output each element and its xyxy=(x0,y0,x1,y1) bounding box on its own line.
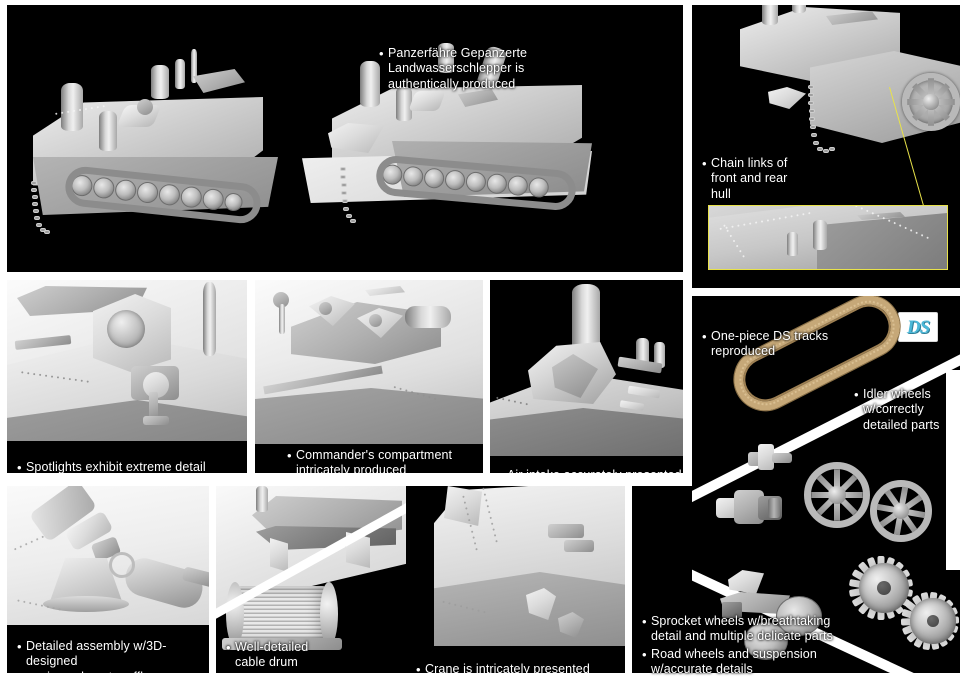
air-intake-render xyxy=(490,280,683,456)
bullet-icon: • xyxy=(287,447,292,463)
cable-drum-render xyxy=(216,486,406,673)
bullet-icon: • xyxy=(226,639,231,655)
air-intake-panel: • Air intake accurately presented xyxy=(490,280,683,473)
crane-caption: • Crane is intricately presented xyxy=(416,646,625,674)
crane-panel: • Crane is intricately presented xyxy=(406,486,625,673)
ds-logo-badge: DS xyxy=(898,312,938,342)
spotlight-lens xyxy=(107,310,145,348)
ds-tracks-caption-text: One-piece DS tracks reproduced xyxy=(711,328,829,359)
spotlights-caption-text: Spotlights exhibit extreme detail xyxy=(26,459,206,474)
commander-render xyxy=(255,280,483,444)
idler-wheel-1 xyxy=(804,462,870,528)
bullet-icon: • xyxy=(702,328,707,344)
chain-links-caption-text: Chain links of front and rear hull xyxy=(711,155,788,201)
cable-drum-caption: • Well-detailed cable drum xyxy=(226,624,356,673)
chain-links-panel: • Chain links of front and rear hull • R… xyxy=(692,5,960,288)
ds-tracks-and-wheels-panel: DS xyxy=(692,296,960,673)
hero-vehicle-panel: • Panzerfähre Gepanzerte Landwasserschle… xyxy=(7,5,683,272)
cable-drum-panel: • Well-detailed cable drum xyxy=(216,486,406,673)
vehicle-render-right xyxy=(242,43,662,263)
road-wheel-2 xyxy=(744,622,788,660)
sprocket-wheels-caption-text: Sprocket wheels w/breathtaking detail an… xyxy=(651,613,833,644)
air-intake-caption: • Air intake accurately presented xyxy=(498,452,683,474)
ds-logo-text: DS xyxy=(906,316,930,338)
sprocket-wheel-1 xyxy=(848,556,916,620)
bullet-icon: • xyxy=(379,45,384,61)
cable-drum-caption-text: Well-detailed cable drum xyxy=(235,639,309,670)
exhaust-caption-text: Detailed assembly w/3D-designed engine e… xyxy=(26,638,167,674)
axle-part-large xyxy=(716,488,784,528)
crane-caption-text: Crane is intricately presented xyxy=(425,661,590,674)
hull-chain-left xyxy=(29,181,51,243)
chain-links-caption: • Chain links of front and rear hull xyxy=(702,140,812,218)
rear-wheel xyxy=(902,73,960,131)
road-wheels-caption-text: Road wheels and suspension w/accurate de… xyxy=(651,646,817,677)
bullet-icon: • xyxy=(17,459,22,474)
diagonal-divider-right xyxy=(946,370,960,570)
hull-chain-right xyxy=(338,167,360,237)
engine-exhaust-panel: • Detailed assembly w/3D-designed engine… xyxy=(7,486,209,673)
rivets-caption: • Rivets on upper hull are detailed and … xyxy=(702,273,960,288)
exhaust-caption: • Detailed assembly w/3D-designed engine… xyxy=(17,623,209,674)
bullet-icon: • xyxy=(498,468,507,474)
hero-caption: • Panzerfähre Gepanzerte Landwasserschle… xyxy=(379,30,659,108)
spotlights-caption: • Spotlights exhibit extreme detail xyxy=(17,444,247,474)
ds-tracks-caption: • One-piece DS tracks reproduced xyxy=(702,313,852,375)
bullet-icon: • xyxy=(702,155,707,171)
road-wheels-caption: • Road wheels and suspension w/accurate … xyxy=(642,631,872,679)
air-intake-caption-text: Air intake accurately presented xyxy=(507,468,683,474)
bullet-icon: • xyxy=(416,661,421,674)
bullet-icon: • xyxy=(17,638,22,654)
rivets-closeup-box xyxy=(708,205,948,270)
hero-caption-text: Panzerfähre Gepanzerte Landwasserschlepp… xyxy=(388,45,528,91)
sprocket-wheels-caption: • Sprocket wheels w/breathtaking detail … xyxy=(642,598,872,660)
suspension-bracket xyxy=(720,570,800,626)
spotlights-panel: • Spotlights exhibit extreme detail xyxy=(7,280,247,473)
commanders-compartment-panel: • Commander's compartment intricately pr… xyxy=(255,280,483,473)
crane-arm xyxy=(444,486,482,526)
exhaust-render xyxy=(7,486,209,645)
sprocket-road-wheels-caption-panel xyxy=(632,486,692,673)
idler-wheel-2 xyxy=(870,480,932,542)
bullet-icon: • xyxy=(854,386,859,402)
commander-caption: • Commander's compartment intricately pr… xyxy=(287,432,483,474)
commander-caption-text: Commander's compartment intricately prod… xyxy=(296,447,453,474)
bullet-icon: • xyxy=(642,646,647,662)
rear-chain xyxy=(802,85,842,195)
rear-hull-render xyxy=(706,5,960,181)
crane-render xyxy=(406,486,625,646)
vehicle-render-left xyxy=(25,49,355,260)
idler-wheels-caption: • Idler wheels w/correctly detailed part… xyxy=(854,371,960,449)
idler-wheels-caption-text: Idler wheels w/correctly detailed parts xyxy=(863,386,940,432)
axle-part-small xyxy=(748,444,794,472)
bullet-icon: • xyxy=(642,613,647,629)
sprocket-wheel-2 xyxy=(900,591,960,651)
